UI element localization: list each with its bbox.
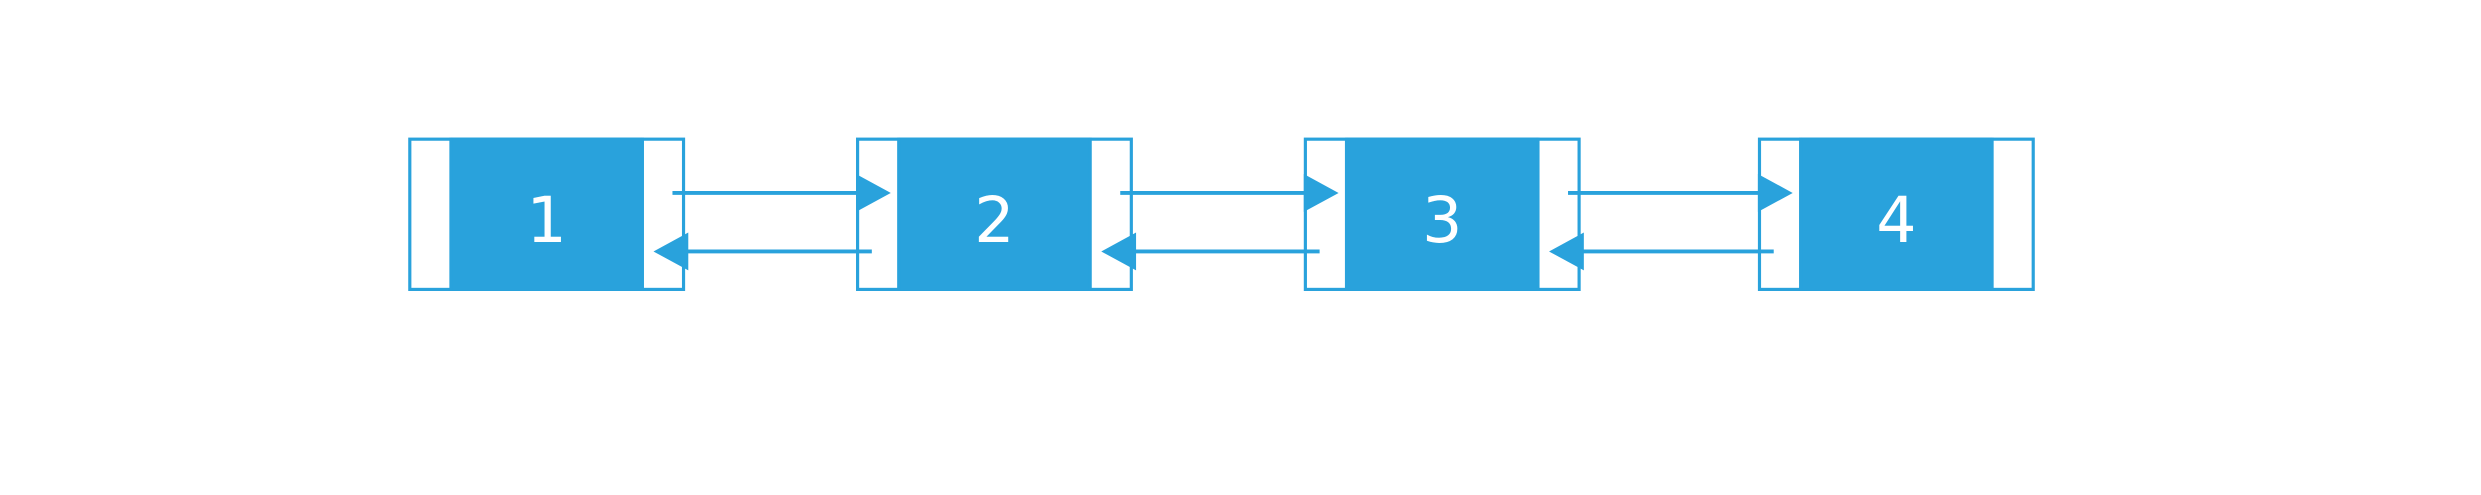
node-label: 3 xyxy=(1422,183,1462,257)
node-value-cell xyxy=(1346,137,1538,291)
node-label: 4 xyxy=(1876,183,1916,257)
prev-arrow-head-icon xyxy=(653,232,689,271)
prev-arrow-head-icon xyxy=(1549,232,1584,271)
node-value-cell xyxy=(450,137,643,291)
node-label: 1 xyxy=(527,183,567,257)
node-value-cell xyxy=(1800,137,1993,291)
next-arrow-head-icon xyxy=(856,173,891,212)
prev-arrow-head-icon xyxy=(1101,232,1137,271)
next-arrow-head-icon xyxy=(1757,173,1793,212)
node-value-cell xyxy=(898,137,1091,291)
next-arrow-head-icon xyxy=(1303,173,1339,212)
node-label: 2 xyxy=(974,183,1014,257)
